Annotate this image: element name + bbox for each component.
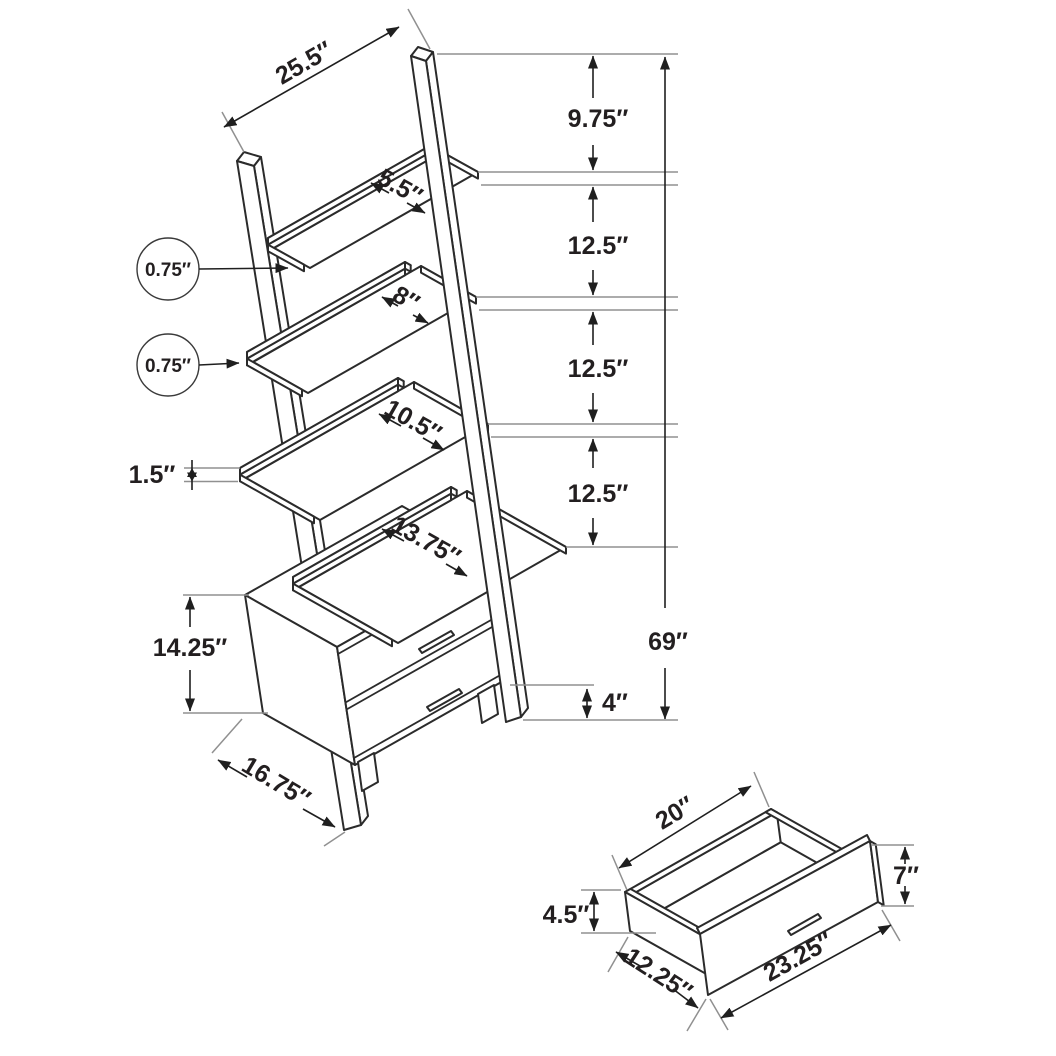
dim-foot-height: 4″ (602, 689, 628, 717)
dim-drawer-side-height: 4.5″ (543, 901, 590, 929)
dim-drawer-front-height: 7″ (893, 862, 919, 890)
dim-top-gap: 9.75″ (568, 105, 629, 133)
bookcase-drawing (236, 46, 567, 831)
dim-gap-3: 12.5″ (568, 355, 629, 383)
right-post (410, 46, 529, 723)
dim-lip-2: 0.75″ (145, 356, 191, 377)
drawer-handle-bottom (426, 688, 463, 712)
cabinet-foot-right (477, 684, 499, 724)
dim-cabinet-height: 14.25″ (153, 634, 228, 662)
dim-front-edge: 1.5″ (129, 461, 176, 489)
dim-gap-4: 12.5″ (568, 480, 629, 508)
shelf-3 (239, 377, 489, 525)
shelf-2 (246, 261, 477, 398)
dim-gap-2: 12.5″ (568, 232, 629, 260)
cabinet-foot-left (357, 752, 379, 792)
dim-overall-height: 69″ (648, 628, 688, 656)
dim-lip-1: 0.75″ (145, 260, 191, 281)
drawer-handle-top (418, 630, 455, 654)
dim-cabinet-depth: 16.75″ (237, 751, 315, 813)
dim-drawer-top-width: 20″ (651, 791, 700, 836)
shelf-1 (267, 147, 479, 273)
